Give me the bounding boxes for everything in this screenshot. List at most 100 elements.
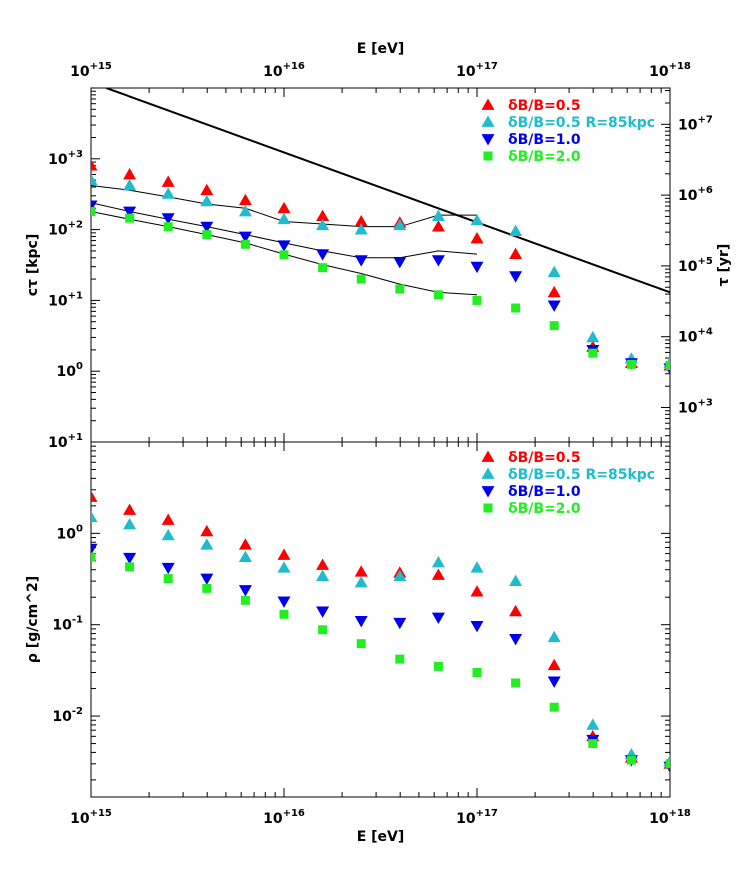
bottom-plot-area — [91, 490, 670, 774]
bottom-x-tick-label-exponent: +15 — [90, 808, 112, 819]
bottom-y-tick-label-exponent: -1 — [72, 615, 83, 626]
top-series-3-point — [393, 257, 407, 269]
top-panel: 10+110010+110+210+310+310+410+510+610+7τ… — [25, 41, 732, 451]
top-legend-marker-4 — [483, 151, 493, 161]
top-y-tick-label-base: 10 — [48, 152, 68, 168]
top-series-3-point — [161, 213, 175, 225]
bottom-series-3-point — [470, 621, 484, 633]
bottom-series-3-point — [431, 612, 445, 624]
bottom-series-1-point — [470, 585, 484, 597]
top-series-1-point — [91, 159, 98, 171]
top-y-tick-label-exponent: +2 — [68, 220, 83, 231]
bottom-plot-frame — [90, 441, 671, 798]
bottom-series-4 — [91, 552, 670, 769]
top-y-tick-label-base: 10 — [57, 364, 77, 380]
bottom-series-4-point — [472, 667, 482, 677]
bottom-series-3-point — [123, 552, 137, 565]
bottom-series-2-point — [470, 561, 484, 573]
top-x-tick-label-base: 10 — [263, 64, 283, 80]
bottom-series-3-point — [161, 562, 175, 575]
top-series-1-point — [123, 168, 137, 180]
top-x-tick-label-base: 10 — [649, 64, 669, 80]
top-y-tick-label-exponent: +1 — [68, 432, 83, 443]
bottom-series-4-point — [125, 562, 135, 572]
top-series-4-point — [279, 250, 289, 260]
bottom-series-4-point — [318, 625, 328, 635]
bottom-series-3-point — [91, 543, 98, 556]
top-series-4-point — [91, 207, 96, 217]
top-y-right-tick-label-exponent: +7 — [697, 114, 712, 125]
top-series-2-point — [277, 212, 291, 225]
top-y-right-tick-label: 10+7 — [678, 114, 713, 133]
bottom-x-axis-title: E [eV] — [357, 829, 405, 845]
top-y-tick-label-base: 10 — [48, 293, 68, 309]
top-series-2-point — [470, 213, 484, 226]
top-series-4-point — [588, 348, 598, 358]
bottom-series-4-point — [240, 595, 250, 605]
bottom-series-4-point — [511, 678, 521, 688]
bottom-legend-label-1: δB/B=0.5 — [508, 450, 581, 466]
bottom-series-1-point — [547, 658, 561, 671]
bottom-y-tick-label: 100 — [57, 523, 83, 542]
bottom-x-tick-label-base: 10 — [263, 811, 283, 827]
top-series-4-point — [163, 222, 173, 232]
bottom-series-4-point — [279, 609, 289, 619]
bottom-series-1-point — [200, 524, 214, 537]
top-series-3-point — [123, 206, 137, 219]
top-x-tick-label-exponent: +15 — [90, 61, 112, 72]
bottom-x-tick-label: 10+17 — [456, 808, 498, 827]
top-series-2-point — [161, 187, 175, 199]
top-series-4-point — [511, 303, 521, 313]
bottom-legend-label-4: δB/B=2.0 — [508, 501, 581, 517]
bottom-x-tick-label-exponent: +17 — [476, 808, 498, 819]
top-y-right-tick-label: 10+4 — [678, 327, 713, 346]
top-series-1-point — [161, 175, 175, 187]
bottom-series-3-point — [509, 633, 523, 646]
top-series-3-point — [547, 300, 561, 312]
bottom-series-2-point — [354, 575, 368, 588]
bottom-series-1-point — [123, 503, 137, 515]
bottom-legend-label-3: δB/B=1.0 — [508, 484, 581, 500]
top-y-tick-label-base: 10 — [48, 223, 68, 239]
top-series-2-point — [509, 224, 523, 237]
bottom-series-1 — [91, 490, 670, 769]
bottom-series-3-point — [316, 606, 330, 618]
bottom-series-3-point — [277, 596, 291, 608]
top-x-tick-label: 10+18 — [649, 61, 691, 80]
top-series-2-point — [393, 218, 407, 231]
bottom-series-2 — [91, 510, 670, 767]
bottom-series-4-point — [395, 654, 405, 664]
top-series-4-point — [240, 239, 250, 249]
top-series-4-point — [665, 361, 670, 371]
top-series-4-point — [433, 290, 443, 300]
bottom-legend-marker-4 — [483, 503, 493, 513]
bottom-x-tick-label: 10+18 — [649, 808, 691, 827]
top-y-tick-label-exponent: +1 — [68, 290, 83, 301]
top-y-tick-label: 10+3 — [48, 149, 83, 168]
bottom-legend-label-2: δB/B=0.5 R=85kpc — [508, 467, 655, 483]
bottom-series-2-point — [200, 538, 214, 550]
bottom-series-2-point — [586, 718, 600, 730]
top-series-1-point — [470, 231, 484, 244]
bottom-series-3-point — [354, 616, 368, 628]
top-series-3-point — [200, 221, 214, 234]
top-y-right-tick-label-base: 10 — [678, 330, 698, 346]
top-series-2-point — [354, 223, 368, 235]
top-series-2 — [91, 173, 670, 369]
top-series-2-point — [238, 205, 252, 217]
top-series-2-point — [547, 265, 561, 278]
bottom-y-axis-title: ρ [g/cm^2] — [25, 576, 41, 663]
top-legend-marker-3 — [481, 134, 495, 146]
bottom-series-1-point — [354, 565, 368, 577]
top-series-3-point — [431, 255, 445, 267]
top-y-axis-title: cτ [kpc] — [25, 234, 41, 297]
bottom-series-1-point — [316, 558, 330, 570]
bottom-y-tick-label-exponent: -2 — [72, 706, 83, 717]
bottom-series-2-point — [316, 569, 330, 582]
bottom-series-1-point — [509, 604, 523, 617]
top-series-1-point — [509, 247, 523, 260]
bottom-series-2-point — [393, 569, 407, 582]
